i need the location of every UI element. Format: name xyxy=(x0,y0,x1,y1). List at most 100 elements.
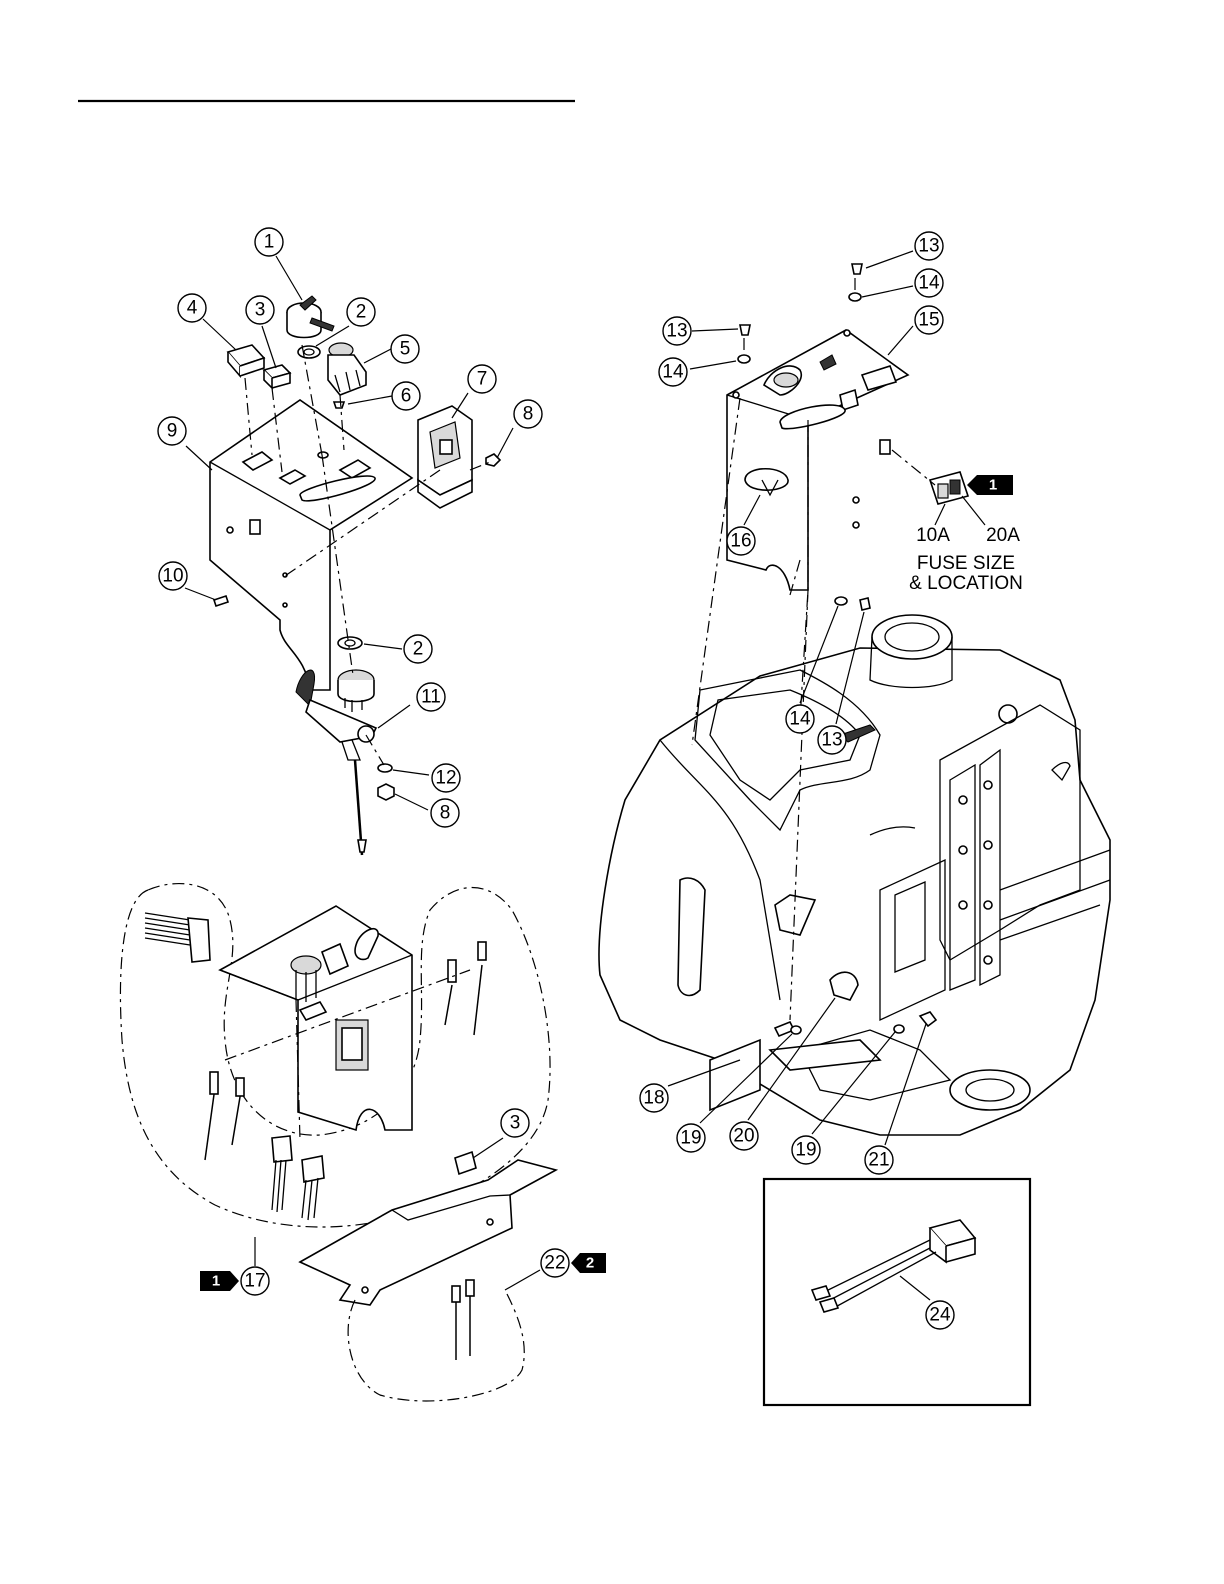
callout-circle: 15 xyxy=(915,306,943,334)
callout-circle: 20 xyxy=(730,1122,758,1150)
callout-circle: 19 xyxy=(677,1124,705,1152)
callout-circle: 22 xyxy=(541,1249,569,1277)
callout-label: 17 xyxy=(244,1271,265,1292)
callout-circle: 18 xyxy=(640,1084,668,1112)
callout-label: 19 xyxy=(680,1128,701,1149)
screw-6 xyxy=(334,402,344,408)
callout-label: 2 xyxy=(356,302,367,323)
callout-circle: 4 xyxy=(178,294,206,322)
callout-circle: 3 xyxy=(246,296,274,324)
callout-label: 11 xyxy=(421,687,441,708)
callout-circle: 6 xyxy=(392,382,420,410)
callout-label: 4 xyxy=(187,298,198,319)
callout-label: 13 xyxy=(821,730,842,751)
screw-13-left xyxy=(740,325,750,335)
callout-label: 18 xyxy=(643,1088,664,1109)
callout-circle: 8 xyxy=(431,799,459,827)
callout-label: 14 xyxy=(918,273,940,294)
callout-circle: 2 xyxy=(347,298,375,326)
note-tag: 2 xyxy=(571,1253,606,1273)
push-switch xyxy=(328,343,366,395)
callout-circle: 14 xyxy=(786,705,814,733)
callout-circle: 21 xyxy=(865,1146,893,1174)
callout-circle: 1 xyxy=(255,228,283,256)
callout-label: 3 xyxy=(255,300,266,321)
callout-label: 14 xyxy=(662,362,684,383)
callout-circle: 7 xyxy=(468,365,496,393)
callout-label: 22 xyxy=(544,1253,565,1274)
washer-19b xyxy=(894,1025,904,1033)
screw-13-top xyxy=(852,264,862,274)
callout-label: 3 xyxy=(510,1113,521,1134)
harness-panel xyxy=(220,906,412,1130)
grommet-16 xyxy=(745,469,788,490)
callout-circle: 17 xyxy=(241,1267,269,1295)
callout-circle: 13 xyxy=(818,726,846,754)
callout-circle: 16 xyxy=(727,527,755,555)
callout-circle: 13 xyxy=(915,232,943,260)
note-tag-label: 2 xyxy=(586,1255,594,1272)
washer-14-top xyxy=(849,293,861,301)
switch-plug-upper xyxy=(264,365,290,388)
washer-12 xyxy=(378,764,392,772)
callout-circle: 19 xyxy=(792,1136,820,1164)
callout-label: 1 xyxy=(264,232,275,253)
callout-circle: 14 xyxy=(915,269,943,297)
screw-13-lower xyxy=(860,598,870,610)
washer-14-left xyxy=(738,355,750,363)
callout-circle: 14 xyxy=(659,358,687,386)
callout-circle: 3 xyxy=(501,1109,529,1137)
callout-label: 21 xyxy=(868,1150,889,1171)
callout-label: 5 xyxy=(400,339,411,360)
callout-label: 16 xyxy=(730,531,751,552)
fuse-rating-20a: 20A xyxy=(986,525,1020,546)
fuse-holder xyxy=(930,472,968,504)
callout-circle: 9 xyxy=(158,417,186,445)
callout-label: 14 xyxy=(789,709,811,730)
callout-circle: 24 xyxy=(926,1301,954,1329)
hex-nut-lower xyxy=(378,784,394,800)
callout-label: 15 xyxy=(918,310,939,331)
callout-label: 13 xyxy=(918,236,939,257)
callout-circle: 13 xyxy=(663,317,691,345)
switch-plug-lower xyxy=(455,1152,476,1174)
hour-meter-bracket xyxy=(418,406,472,508)
dash-panel xyxy=(727,330,908,590)
washer-19a xyxy=(791,1026,801,1034)
fuse-rating-10a: 10A xyxy=(916,525,950,546)
ignition-body xyxy=(338,670,374,712)
callout-label: 6 xyxy=(401,386,412,407)
ignition-key-switch xyxy=(287,296,334,338)
fuse-note-line2: & LOCATION xyxy=(909,573,1023,594)
harness-ribbon-connector xyxy=(145,913,210,962)
vent-knob xyxy=(999,705,1017,723)
screw-10 xyxy=(214,596,228,606)
note-tag: 1 xyxy=(967,475,1013,495)
callout-label: 12 xyxy=(435,768,456,789)
fuse-note-line1: FUSE SIZE xyxy=(917,553,1015,574)
callout-circle: 12 xyxy=(432,764,460,792)
panel-nut-upper xyxy=(298,346,320,358)
callout-label: 9 xyxy=(167,421,178,442)
callout-label: 20 xyxy=(733,1126,754,1147)
note-tag: 1 xyxy=(200,1271,239,1291)
callout-label: 19 xyxy=(795,1140,816,1161)
mower-body-assembly xyxy=(599,615,1110,1135)
callout-label: 2 xyxy=(413,639,424,660)
callout-label: 10 xyxy=(162,566,183,587)
washer-14-lower xyxy=(835,597,847,605)
callout-circle: 10 xyxy=(159,562,187,590)
callout-label: 7 xyxy=(477,369,488,390)
callout-circle: 11 xyxy=(417,683,445,711)
callout-label: 13 xyxy=(666,321,687,342)
note-tag-label: 1 xyxy=(212,1273,220,1290)
callout-label: 24 xyxy=(929,1305,951,1326)
rocker-switch xyxy=(228,345,264,376)
inset-box xyxy=(764,1179,1030,1405)
note-tag-label: 1 xyxy=(989,477,997,494)
panel-nut-lower xyxy=(338,637,362,649)
cover-plate-assembly xyxy=(300,1152,556,1401)
callout-label: 8 xyxy=(523,404,534,425)
fill-neck xyxy=(872,615,952,659)
